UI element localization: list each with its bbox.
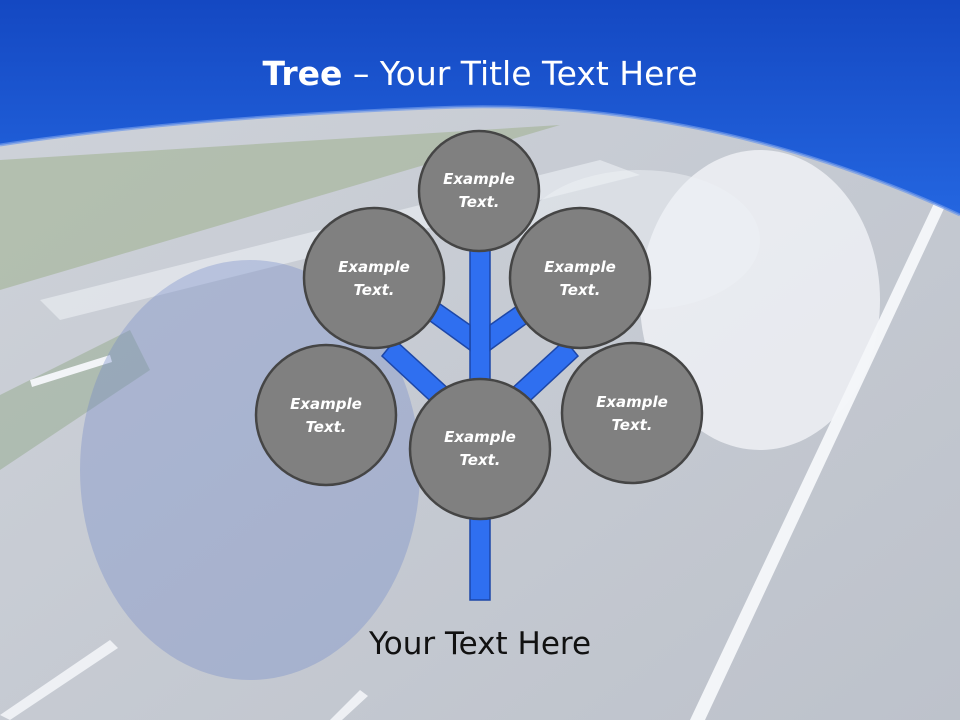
node-circle-lower-right bbox=[560, 341, 704, 485]
node-circle-upper-left bbox=[302, 206, 446, 350]
title-dash: – bbox=[342, 54, 380, 93]
node-label-upper-right: Example Text. bbox=[520, 256, 640, 302]
node-circle-center bbox=[408, 377, 552, 521]
slide-title: Tree – Your Title Text Here bbox=[0, 52, 960, 96]
lane-dash bbox=[0, 640, 118, 720]
node-label-center: Example Text. bbox=[420, 426, 540, 472]
grass-strip-lower bbox=[0, 330, 150, 470]
lane-dash bbox=[330, 690, 368, 720]
node-label-upper-left: Example Text. bbox=[314, 256, 434, 302]
node-label-lower-right: Example Text. bbox=[572, 391, 692, 437]
node-label-line1: Example bbox=[443, 170, 515, 188]
node-label-line1: Example bbox=[338, 258, 410, 276]
node-circle-top bbox=[417, 129, 541, 253]
node-label-line1: Example bbox=[444, 428, 516, 446]
grass-strip bbox=[0, 125, 560, 290]
title-bold: Tree bbox=[262, 54, 343, 93]
node-label-line2: Text. bbox=[458, 193, 500, 211]
node-label-line1: Example bbox=[596, 393, 668, 411]
header-edge bbox=[0, 105, 960, 217]
title-rest: Your Title Text Here bbox=[379, 54, 698, 93]
node-label-line2: Text. bbox=[305, 418, 347, 436]
node-circle-lower-left bbox=[254, 343, 398, 487]
node-label-lower-left: Example Text. bbox=[266, 393, 386, 439]
node-label-top: Example Text. bbox=[419, 168, 539, 214]
footer-text: Your Text Here bbox=[368, 626, 592, 662]
node-label-line2: Text. bbox=[459, 451, 501, 469]
node-label-line1: Example bbox=[290, 395, 362, 413]
node-circle-upper-right bbox=[508, 206, 652, 350]
node-label-line2: Text. bbox=[353, 281, 395, 299]
lane-dash bbox=[30, 355, 112, 387]
node-label-line2: Text. bbox=[611, 416, 653, 434]
node-label-line2: Text. bbox=[559, 281, 601, 299]
road-edge-line bbox=[690, 180, 955, 720]
header-band bbox=[0, 0, 960, 215]
node-label-line1: Example bbox=[544, 258, 616, 276]
